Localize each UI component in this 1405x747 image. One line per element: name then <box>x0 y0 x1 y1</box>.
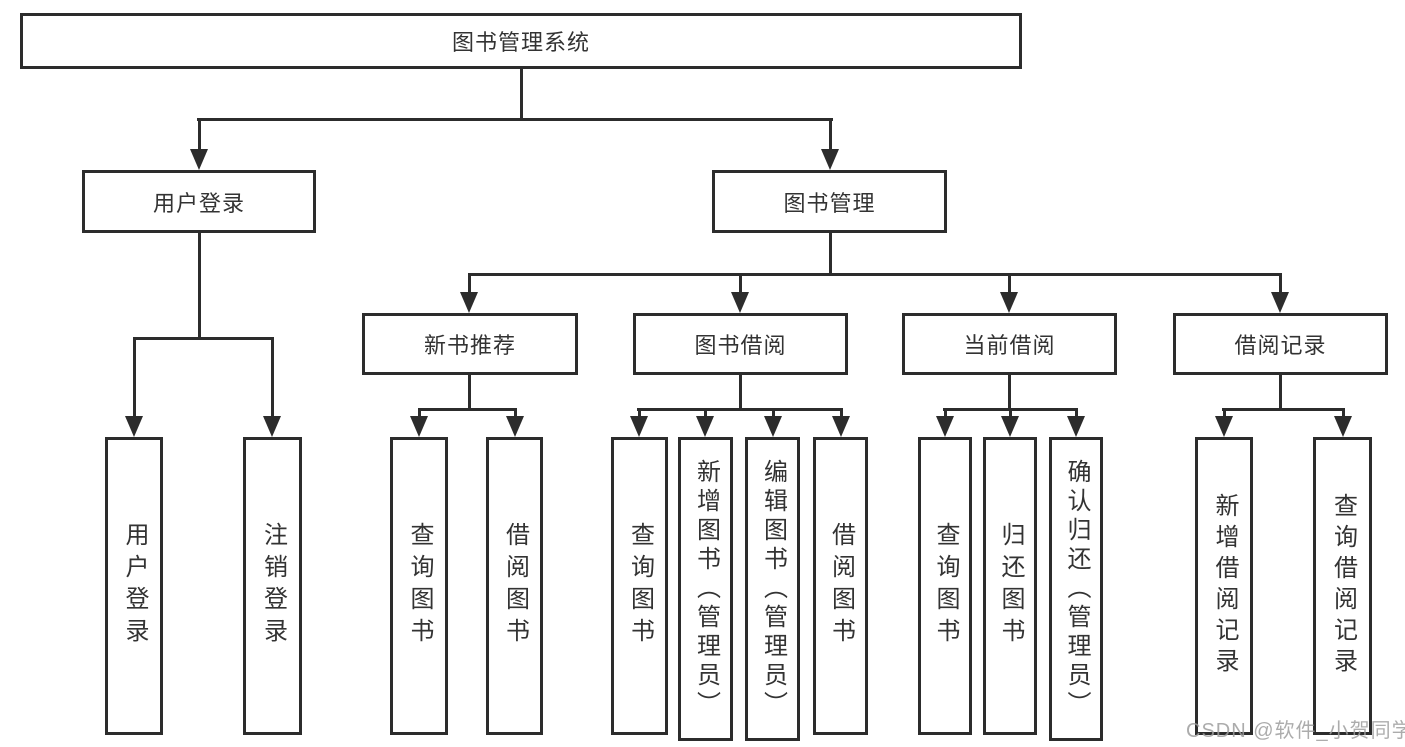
arrow-down-icon <box>410 416 428 437</box>
arrow-down-icon <box>936 416 954 437</box>
arrow-down-icon <box>125 416 143 437</box>
leaf-user-login: 用户登录 <box>105 437 163 735</box>
arrow-down-icon <box>190 149 208 170</box>
node-label: 图书借阅 <box>694 333 787 358</box>
arrow-down-icon <box>263 416 281 437</box>
arrow-down-icon <box>1001 416 1019 437</box>
arrow-down-icon <box>460 292 478 313</box>
node-label: 当前借阅 <box>963 333 1056 358</box>
arrow-down-icon <box>1000 292 1018 313</box>
connector-line <box>1075 408 1078 422</box>
leaf-label: 用户登录 <box>121 522 148 650</box>
connector-line <box>1279 273 1282 295</box>
leaf-label: 查询图书 <box>406 522 433 650</box>
connector-line <box>468 273 471 295</box>
node-book-borrowing: 图书借阅 <box>633 313 848 375</box>
connector-line <box>418 408 517 411</box>
connector-line <box>418 408 421 422</box>
leaf-label: 新增借阅记录 <box>1211 493 1238 679</box>
leaf-label: 借阅图书 <box>827 522 855 650</box>
arrow-down-icon <box>1271 292 1289 313</box>
leaf-label: 查询借阅记录 <box>1329 493 1357 679</box>
leaf-query-borrow-record: 查询借阅记录 <box>1313 437 1372 735</box>
node-label: 图书管理 <box>783 190 876 216</box>
connector-line <box>829 118 832 152</box>
connector-line <box>1279 375 1282 408</box>
node-borrowing-records: 借阅记录 <box>1173 313 1388 375</box>
watermark: CSDN @软件_小贺同学 <box>1186 720 1405 742</box>
arrow-down-icon <box>1334 416 1352 437</box>
connector-line <box>520 69 523 118</box>
arrow-down-icon <box>630 416 648 437</box>
connector-line <box>198 233 201 337</box>
node-book-management: 图书管理 <box>712 170 947 233</box>
connector-line <box>133 337 274 340</box>
connector-line <box>772 408 775 422</box>
leaf-label: 借阅图书 <box>501 522 529 650</box>
connector-line <box>133 337 136 419</box>
connector-line <box>1342 408 1345 422</box>
connector-line <box>197 118 833 121</box>
connector-line <box>1008 375 1011 408</box>
leaf-logout: 注销登录 <box>243 437 302 735</box>
leaf-label: 归还图书 <box>997 522 1024 650</box>
connector-line <box>638 408 641 422</box>
arrow-down-icon <box>1215 416 1233 437</box>
connector-line <box>271 337 274 419</box>
node-library-system: 图书管理系统 <box>20 13 1022 69</box>
connector-line <box>1009 408 1012 422</box>
arrow-down-icon <box>832 416 850 437</box>
node-label: 图书管理系统 <box>451 30 590 55</box>
connector-line <box>1222 408 1345 411</box>
connector-line <box>514 408 517 422</box>
connector-line <box>468 375 471 408</box>
node-label: 借阅记录 <box>1234 333 1327 358</box>
node-user-login: 用户登录 <box>82 170 316 233</box>
leaf-label: 查询图书 <box>932 522 959 650</box>
leaf-label: 注销登录 <box>259 522 287 650</box>
leaf-label: 确认归还（管理员） <box>1063 458 1090 720</box>
connector-line <box>1223 408 1226 422</box>
arrow-down-icon <box>764 416 782 437</box>
connector-line <box>829 233 832 273</box>
connector-line <box>468 273 1282 276</box>
leaf-label: 查询图书 <box>626 522 654 650</box>
connector-line <box>944 408 947 422</box>
leaf-return-books: 归还图书 <box>983 437 1037 735</box>
connector-line <box>198 118 201 152</box>
arrow-down-icon <box>506 416 524 437</box>
node-new-book-recommend: 新书推荐 <box>362 313 578 375</box>
leaf-add-borrow-record: 新增借阅记录 <box>1195 437 1253 735</box>
connector-line <box>704 408 707 422</box>
leaf-add-book-admin: 新增图书（管理员） <box>678 437 733 741</box>
arrow-down-icon <box>1067 416 1085 437</box>
node-current-borrowing: 当前借阅 <box>902 313 1117 375</box>
connector-line <box>840 408 843 422</box>
leaf-confirm-return-admin: 确认归还（管理员） <box>1049 437 1103 741</box>
arrow-down-icon <box>821 149 839 170</box>
leaf-borrow-books-borrowing: 借阅图书 <box>813 437 868 735</box>
leaf-query-books-current: 查询图书 <box>918 437 972 735</box>
leaf-label: 编辑图书（管理员） <box>759 458 787 720</box>
connector-line <box>1008 273 1011 295</box>
connector-line <box>637 408 842 411</box>
node-label: 用户登录 <box>152 190 245 216</box>
arrow-down-icon <box>731 292 749 313</box>
leaf-query-books-borrowing: 查询图书 <box>611 437 668 735</box>
connector-line <box>739 273 742 295</box>
leaf-query-books-recommend: 查询图书 <box>390 437 448 735</box>
connector-line <box>739 375 742 408</box>
arrow-down-icon <box>696 416 714 437</box>
leaf-edit-book-admin: 编辑图书（管理员） <box>745 437 800 741</box>
node-label: 新书推荐 <box>423 333 516 358</box>
leaf-borrow-books-recommend: 借阅图书 <box>486 437 543 735</box>
leaf-label: 新增图书（管理员） <box>692 458 720 720</box>
